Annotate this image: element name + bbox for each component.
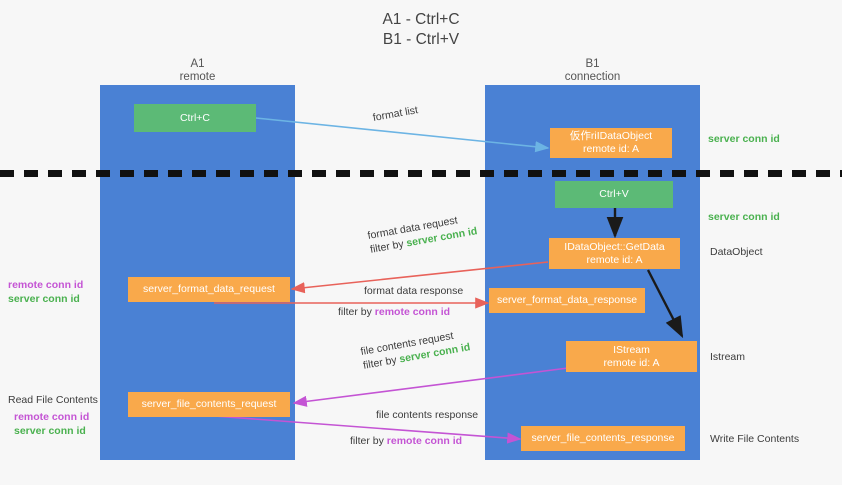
box-idataobject-line1: 仮作riIDataObject xyxy=(569,130,653,142)
box-getdata[interactable]: IDataObject::GetData remote id: A xyxy=(549,238,680,269)
left-note-remote-conn-id-2: remote conn id xyxy=(14,411,90,423)
box-getdata-line1: IDataObject::GetData xyxy=(564,240,665,253)
box-server-format-data-response-label: server_format_data_response xyxy=(496,294,638,306)
left-note-conn-ids-top: remote conn id server conn id xyxy=(8,278,83,306)
label-format-list: format list xyxy=(371,104,419,124)
box-ctrl-v-label: Ctrl+V xyxy=(599,188,629,200)
box-server-file-contents-response[interactable]: server_file_contents_response xyxy=(521,426,685,451)
label-file-contents-response: file contents response xyxy=(376,409,479,421)
box-idataobject[interactable]: 仮作riIDataObject remote id: A xyxy=(550,128,672,158)
box-server-file-contents-response-label: server_file_contents_response xyxy=(531,432,675,444)
label-fdresp-prefix: filter by xyxy=(338,306,375,318)
divider-dashed xyxy=(0,170,842,177)
label-fcresp-prefix: filter by xyxy=(350,435,387,447)
box-server-format-data-response[interactable]: server_format_data_response xyxy=(489,288,645,313)
lane-b1-name: B1 xyxy=(585,58,600,70)
box-getdata-line2: remote id: A xyxy=(586,253,643,266)
box-istream-line1: IStream xyxy=(613,343,650,356)
box-ctrl-c[interactable]: Ctrl+C xyxy=(134,104,256,132)
title-line-1: A1 - Ctrl+C xyxy=(382,11,460,28)
label-fdresp-value: remote conn id xyxy=(374,306,451,318)
diagram-title: A1 - Ctrl+C B1 - Ctrl+V xyxy=(0,10,842,50)
label-format-data-request: format data request filter by server con… xyxy=(367,210,479,256)
label-file-contents-request: file contents request filter by server c… xyxy=(360,326,472,372)
box-istream-line2: remote id: A xyxy=(603,356,660,369)
label-fdresp-line1: format data response xyxy=(364,285,464,297)
lane-header-b1: B1 connection xyxy=(525,58,660,84)
left-note-conn-ids-bottom: remote conn id server conn id xyxy=(14,410,89,438)
box-ctrl-c-label: Ctrl+C xyxy=(179,111,211,124)
box-istream[interactable]: IStream remote id: A xyxy=(566,341,697,372)
box-server-format-data-request[interactable]: server_format_data_request xyxy=(128,277,290,302)
right-note-dataobject: DataObject xyxy=(710,246,763,258)
left-note-read-file-contents: Read File Contents xyxy=(8,394,98,406)
box-idataobject-line2: remote id: A xyxy=(582,143,640,155)
left-note-server-conn-id: server conn id xyxy=(8,293,80,305)
title-line-2: B1 - Ctrl+V xyxy=(382,31,460,48)
right-note-server-conn-id-top: server conn id xyxy=(708,133,780,145)
left-note-remote-conn-id: remote conn id xyxy=(8,279,84,291)
box-server-format-data-request-label: server_format_data_request xyxy=(143,283,275,295)
left-note-server-conn-id-2: server conn id xyxy=(14,425,86,437)
right-note-istream: Istream xyxy=(710,351,746,363)
box-server-file-contents-request-label: server_file_contents_request xyxy=(141,398,277,410)
box-server-file-contents-request[interactable]: server_file_contents_request xyxy=(128,392,290,417)
box-ctrl-v[interactable]: Ctrl+V xyxy=(555,181,673,208)
lane-b1-sub: connection xyxy=(564,71,621,83)
lane-a1-sub: remote xyxy=(179,71,216,83)
label-format-data-response-filter: filter by remote conn id xyxy=(338,305,450,319)
right-note-write-file-contents: Write File Contents xyxy=(710,433,800,445)
right-note-server-conn-id-mid: server conn id xyxy=(708,211,780,223)
label-file-contents-response-filter: filter by remote conn id xyxy=(350,434,462,448)
lane-header-a1: A1 remote xyxy=(130,58,265,84)
label-fcresp-value: remote conn id xyxy=(386,435,463,447)
label-format-data-response: format data response xyxy=(364,284,463,298)
lane-a1-name: A1 xyxy=(190,58,205,70)
